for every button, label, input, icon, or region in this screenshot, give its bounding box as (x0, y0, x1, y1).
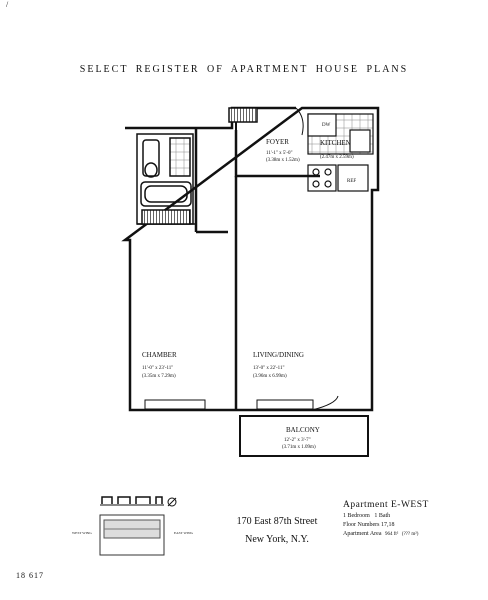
floors-label: Floor Numbers (343, 522, 380, 528)
sink-double-icon (349, 129, 371, 153)
page-title: SELECT REGISTER OF APARTMENT HOUSE PLANS (79, 64, 409, 75)
kitchen-name: KITCHEN (320, 139, 351, 147)
apartment-info: Apartment E-WEST 1 Bedroom 1 Bath Floor … (343, 500, 463, 539)
chamber-dim-m: (3.35m x 7.29m) (142, 374, 176, 379)
area-label: Apartment Area (343, 531, 382, 537)
area-ft: 964 ft² (384, 532, 399, 537)
kitchen-area (307, 113, 374, 192)
living-dim-ft: 13'-0" x 22'-11" (253, 366, 285, 371)
area-m: (??? m²) (401, 532, 419, 537)
refrigerator-icon (337, 164, 369, 192)
windows (144, 399, 314, 410)
north-arrow-icon (167, 497, 177, 507)
bathroom (136, 107, 258, 225)
foyer-name: FOYER (266, 138, 289, 146)
keyplan-west-label: WEST WING (72, 531, 92, 535)
closet-hatch-lower (141, 209, 191, 225)
chamber-dim-ft: 11'-0" x 23'-11" (142, 366, 173, 371)
dishwasher-icon (307, 113, 337, 137)
keyplan-east-label: EAST WING (174, 531, 193, 535)
foyer-dim-m: (3.38m x 1.52m) (266, 158, 300, 163)
floors-row: Floor Numbers 17,18 (343, 521, 463, 530)
bed-bath-row: 1 Bedroom 1 Bath (343, 512, 463, 521)
bathtub-icon (140, 181, 192, 207)
kitchen-dim-m: (2.47m x 2.59m) (320, 155, 354, 160)
closet-hatch (228, 107, 258, 123)
apartment-title: Apartment E-WEST (343, 500, 429, 510)
chamber-name: CHAMBER (142, 351, 177, 359)
area-row: Apartment Area 964 ft² (??? m²) (343, 530, 463, 539)
ref-label: REF (347, 179, 356, 184)
toilet-icon (142, 139, 160, 177)
key-plan (99, 496, 177, 556)
living-dim-m: (3.96m x 6.99m) (253, 374, 287, 379)
sink-icon (144, 162, 158, 178)
balcony-outline (239, 415, 369, 457)
corner-mark: / (6, 0, 9, 9)
balcony-name: BALCONY (286, 426, 320, 434)
balcony-dim-ft: 12'-2" x 3'-7" (284, 438, 311, 443)
interior-walls (194, 107, 320, 410)
stove-icon (307, 164, 337, 192)
floors-value: 17,18 (381, 522, 395, 528)
balcony-dim-m: (3.71m x 1.09m) (282, 445, 316, 450)
bedrooms: 1 Bedroom (343, 513, 370, 519)
living-name: LIVING/DINING (253, 351, 304, 359)
document-code: 18 617 (16, 571, 44, 580)
dw-label: DW (322, 123, 331, 128)
address-street: 170 East 87th Street (236, 516, 318, 527)
address-block: 170 East 87th Street New York, N.Y. (212, 513, 342, 549)
address-city: New York, N.Y. (245, 534, 309, 545)
foyer-dim-ft: 11'-1" x 5'-0" (266, 151, 293, 156)
bath: 1 Bath (374, 513, 391, 519)
balcony-door-swing (311, 395, 339, 411)
